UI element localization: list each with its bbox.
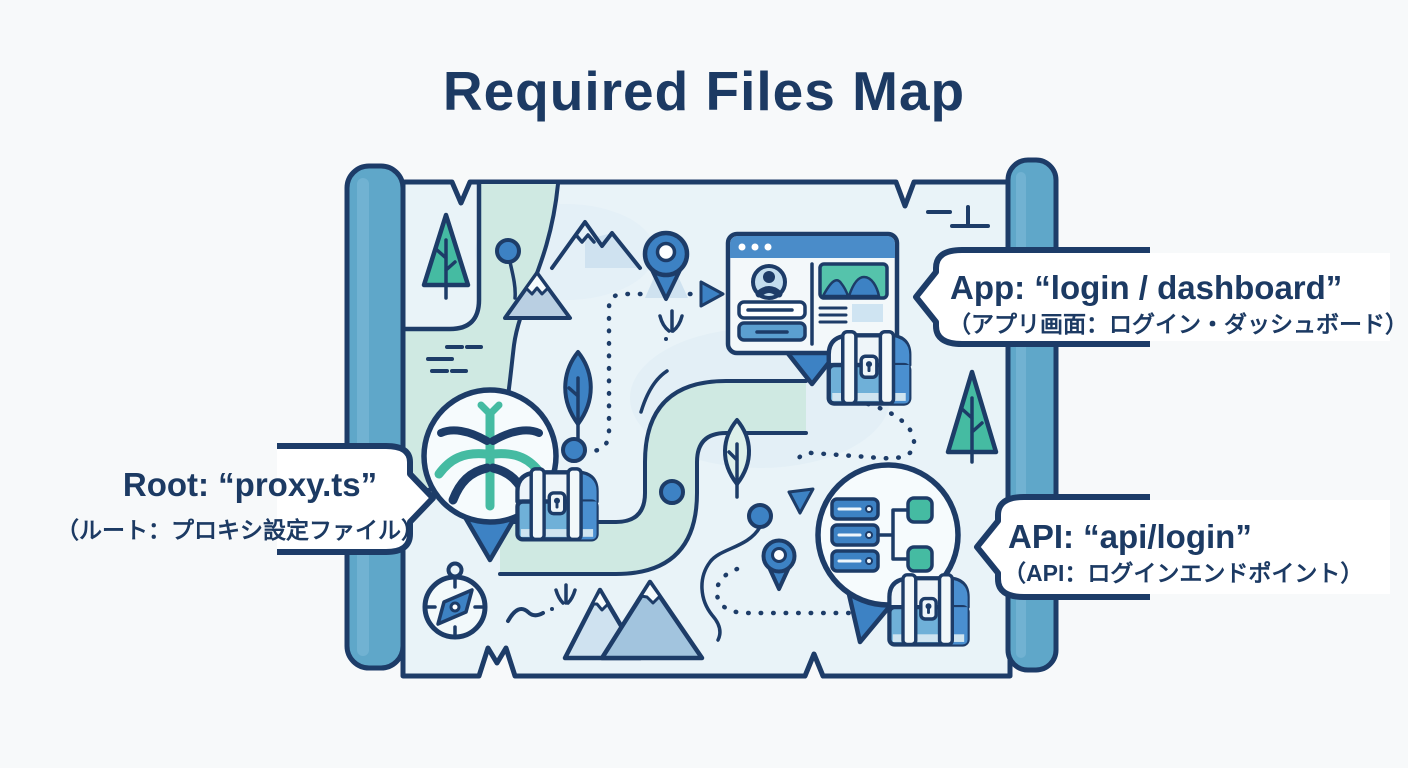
dashboard-chart xyxy=(818,262,889,300)
grass-tuft xyxy=(658,309,684,341)
callout-app-title: App: “login / dashboard” xyxy=(950,269,1342,306)
callout-border xyxy=(913,247,1150,347)
callout-api: API: “api/login” （API：ログインエンドポイント） xyxy=(974,494,1390,600)
dotted-route xyxy=(714,566,853,616)
login-fields xyxy=(737,300,807,342)
water-dashes xyxy=(426,345,483,373)
treasure-chest-icon xyxy=(829,332,910,404)
api-endpoint-nodes xyxy=(876,496,934,573)
callout-border xyxy=(974,494,1150,600)
titlebar xyxy=(730,236,895,258)
treasure-chest-icon xyxy=(517,469,596,540)
server-stack-icon xyxy=(830,497,880,573)
callout-app-subtitle: （アプリ画面：ログイン・ダッシュボード） xyxy=(948,311,1408,337)
window-controls xyxy=(738,243,772,251)
trail-line xyxy=(700,525,762,642)
leaf-tree xyxy=(723,418,751,499)
pine-tree xyxy=(945,369,999,464)
callout-app: App: “login / dashboard” （アプリ画面：ログイン・ダッシ… xyxy=(913,247,1408,347)
root-branches-pin xyxy=(421,387,559,563)
map-illustration xyxy=(344,157,1059,679)
location-pin xyxy=(761,538,797,591)
avatar xyxy=(751,264,787,300)
browser-window xyxy=(725,231,900,387)
winding-road xyxy=(498,379,808,576)
hill-mark xyxy=(506,607,545,623)
callout-root-title: Root: “proxy.ts” xyxy=(123,466,377,503)
snow-mountain xyxy=(503,271,572,320)
callout-api-title: API: “api/login” xyxy=(1008,518,1252,555)
road-swoosh xyxy=(639,369,669,414)
page-title: Required Files Map xyxy=(443,60,965,122)
location-pin xyxy=(642,230,690,301)
region-border xyxy=(402,181,482,332)
waypoint-dot xyxy=(495,238,773,529)
callout-border xyxy=(277,443,436,555)
rolled-edge xyxy=(344,163,406,671)
server-pin xyxy=(815,462,961,645)
route-arrow xyxy=(699,280,725,308)
callout-api-subtitle: （API：ログインエンドポイント） xyxy=(1003,560,1363,586)
pine-tree xyxy=(421,212,471,300)
dotted-route xyxy=(794,401,917,471)
mountain xyxy=(550,220,642,270)
route-arrow xyxy=(787,487,815,515)
treasure-chest-icon xyxy=(889,575,967,645)
callout-root-subtitle: （ルート：プロキシ設定ファイル） xyxy=(56,517,424,543)
dashboard-list xyxy=(818,304,883,324)
callout-root: Root: “proxy.ts” （ルート：プロキシ設定ファイル） xyxy=(56,443,436,555)
root-branches-icon xyxy=(434,401,546,511)
leaf-tree xyxy=(563,350,593,440)
grass-tuft xyxy=(550,583,577,611)
dotted-route xyxy=(581,291,700,454)
compass-icon xyxy=(422,561,488,640)
legend-marks xyxy=(926,205,990,228)
mountain-pair xyxy=(562,579,705,661)
